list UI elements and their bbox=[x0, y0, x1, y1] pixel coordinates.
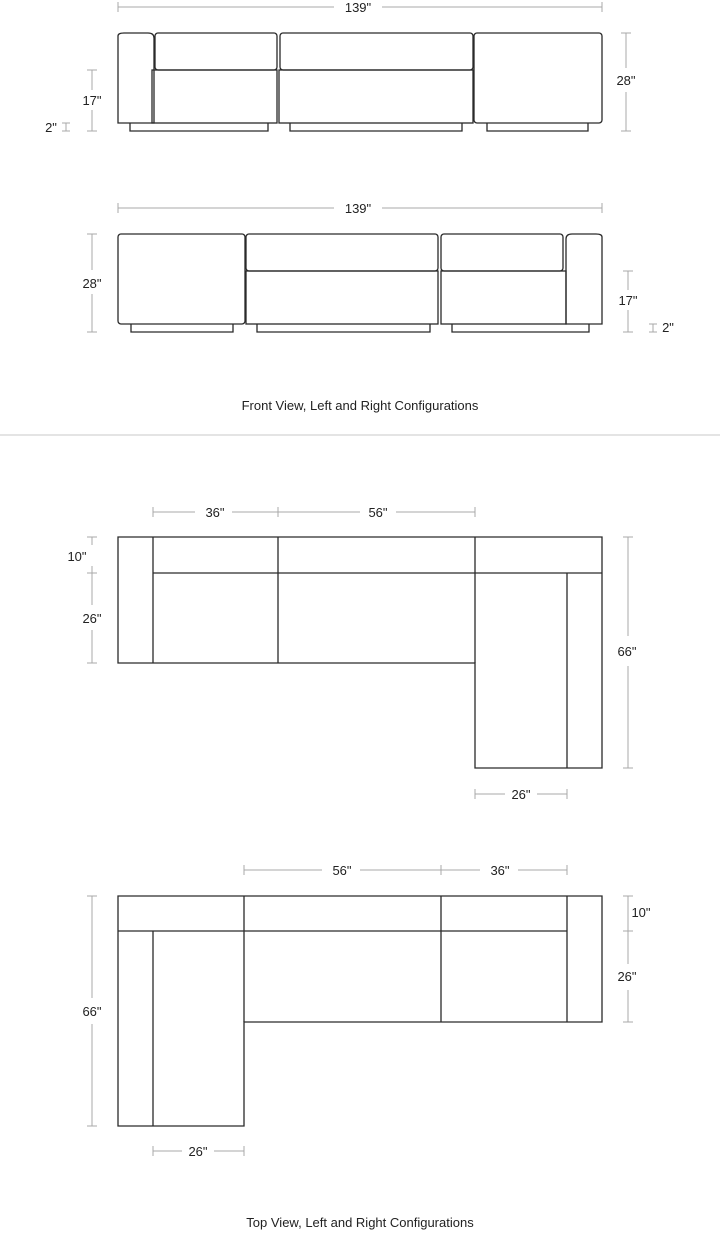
front-view-right: 139" 28" 17" 2" bbox=[82, 201, 674, 335]
height-dimensions bbox=[62, 32, 631, 132]
chaise-width-label: 26" bbox=[511, 787, 530, 802]
height-dimensions bbox=[87, 233, 657, 333]
sofa-front-outline bbox=[117, 233, 603, 333]
front-view-caption: Front View, Left and Right Configuration… bbox=[242, 398, 479, 413]
total-depth-label: 66" bbox=[82, 1004, 101, 1019]
sofa-width-label: 56" bbox=[368, 505, 387, 520]
width-dimensions bbox=[87, 865, 633, 1156]
back-depth-label: 10" bbox=[67, 549, 86, 564]
width-label: 139" bbox=[345, 0, 372, 15]
corner-width-label: 36" bbox=[205, 505, 224, 520]
back-depth-label: 10" bbox=[631, 905, 650, 920]
top-view-right: 56" 36" 10" 26" 66" 26" bbox=[82, 863, 650, 1159]
chaise-width-label: 26" bbox=[188, 1144, 207, 1159]
seat-height-label: 17" bbox=[618, 293, 637, 308]
total-height-label: 28" bbox=[616, 73, 635, 88]
sofa-top-outline bbox=[117, 536, 603, 769]
top-view-left: 36" 56" 10" 26" 66" 26" bbox=[67, 505, 636, 802]
width-dimensions bbox=[87, 507, 633, 799]
sofa-width-label: 56" bbox=[332, 863, 351, 878]
top-view-caption: Top View, Left and Right Configurations bbox=[246, 1215, 474, 1230]
total-depth-label: 66" bbox=[617, 644, 636, 659]
total-height-label: 28" bbox=[82, 276, 101, 291]
seat-depth-label: 26" bbox=[82, 611, 101, 626]
front-view-left: 139" 17" 2" 28" bbox=[45, 0, 636, 135]
width-dimension bbox=[117, 203, 603, 213]
leg-height-label: 2" bbox=[45, 120, 57, 135]
leg-height-label: 2" bbox=[662, 320, 674, 335]
seat-height-label: 17" bbox=[82, 93, 101, 108]
corner-width-label: 36" bbox=[490, 863, 509, 878]
sofa-front-outline bbox=[117, 32, 603, 132]
sofa-top-outline bbox=[117, 895, 603, 1127]
seat-depth-label: 26" bbox=[617, 969, 636, 984]
width-dimension bbox=[117, 2, 603, 12]
width-label: 139" bbox=[345, 201, 372, 216]
